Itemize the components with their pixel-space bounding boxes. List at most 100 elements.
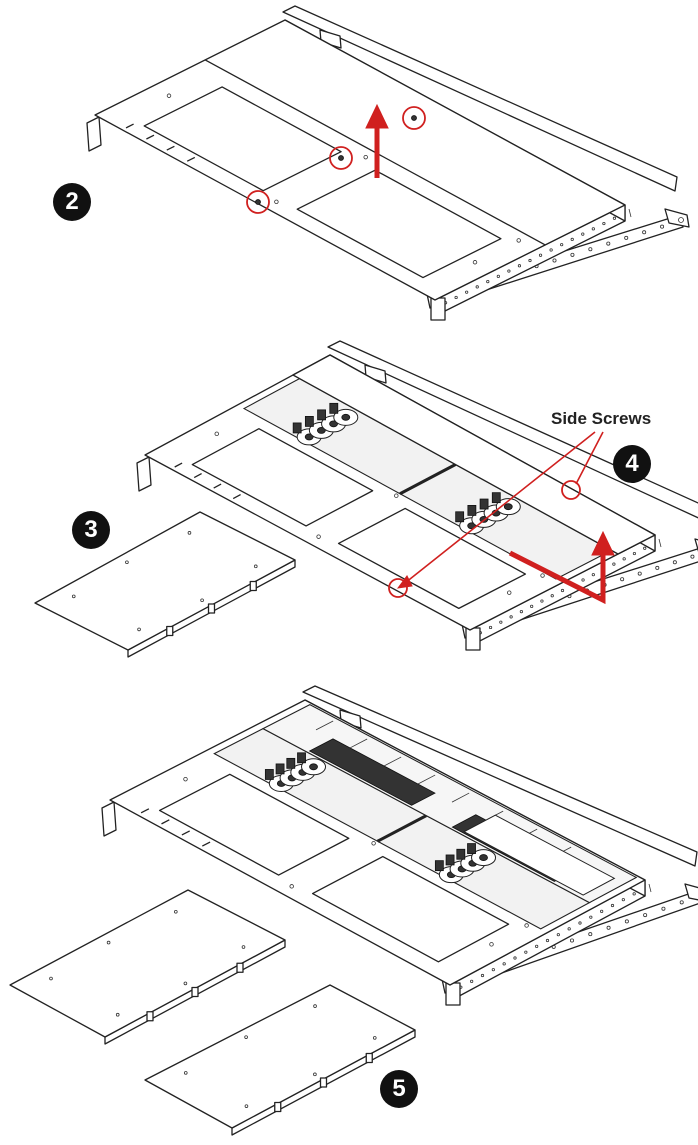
rear-rail [327, 340, 698, 519]
chassis-top [109, 699, 646, 986]
rear-rail [282, 5, 678, 192]
top-screw [371, 841, 376, 846]
side-rivet [524, 950, 528, 954]
removed-front-cover-hole [244, 1104, 249, 1108]
removed-rear-cover [9, 889, 286, 1038]
top-panel-emboss [143, 86, 342, 192]
cpu-heatsink [308, 738, 436, 806]
side-rivet [600, 909, 604, 913]
removed-front-cover-hole [313, 1004, 317, 1008]
removed-front-cover-tab [274, 1101, 282, 1113]
removed-rear-cover-tab [236, 962, 244, 973]
rail-hole [655, 565, 660, 570]
side-rivet [549, 248, 553, 252]
top-panel-emboss [296, 169, 502, 279]
side-rivet [465, 290, 469, 294]
side-rivet [602, 221, 606, 226]
removed-rear-cover-tab [166, 625, 174, 637]
top-screw [516, 238, 521, 243]
side-screw-highlight-circle [388, 578, 408, 598]
side-rivet [589, 915, 593, 919]
rail-hole [552, 258, 557, 263]
rail-hole [643, 913, 648, 918]
removed-front-cover-hole [313, 1072, 317, 1077]
side-screws-leader [575, 431, 604, 485]
rail-hole [679, 900, 684, 905]
top-screw [274, 199, 279, 204]
side-rivet [509, 615, 513, 619]
screw-highlight-circle [329, 146, 353, 170]
removed-front-cover-hole [372, 1036, 377, 1040]
slide-lift-arrow-head [591, 530, 615, 556]
side-rivet [550, 594, 554, 598]
rail-hole [570, 938, 575, 943]
side-rivet [567, 927, 571, 931]
side-rivet [540, 599, 544, 603]
removed-rear-cover-tab [191, 986, 199, 998]
top-screw [166, 93, 172, 98]
side-rivet [570, 237, 574, 241]
removed-rear-cover-hole [183, 981, 188, 986]
side-rivet [560, 588, 565, 593]
side-screw-highlight-circle [561, 480, 581, 500]
rail-end-tab-rear [339, 709, 362, 729]
side-rivet [632, 551, 637, 556]
rail-hole [660, 224, 665, 229]
removed-front-cover-hole [183, 1071, 188, 1075]
fan-hub [479, 854, 488, 861]
removed-rear-cover-tab [146, 1011, 154, 1022]
step-2-badge: 2 [53, 183, 91, 221]
fan-connector [445, 854, 455, 866]
fan-connector [434, 860, 444, 872]
fan-hub [341, 413, 351, 421]
vent-slot [186, 156, 196, 162]
side-rivet [486, 280, 490, 284]
top-panel-emboss [311, 855, 510, 963]
rail-hole [624, 235, 629, 240]
removed-front-cover-hole [244, 1035, 248, 1039]
top-panel-emboss [191, 428, 374, 527]
fan-connector [297, 752, 306, 764]
vent-slot [140, 808, 150, 814]
fan-connector [304, 416, 314, 427]
side-rivet [621, 898, 625, 902]
screw-highlight-circle [402, 106, 426, 130]
side-rivet [496, 274, 500, 278]
rail-end-tab-rear [364, 364, 387, 384]
side-rivet [491, 968, 495, 972]
side-rivet [488, 625, 493, 630]
riser-card [463, 814, 616, 896]
fan-hub [304, 433, 314, 441]
step-3-badge: 3 [72, 511, 110, 549]
step-5-diagram [9, 685, 698, 1136]
side-rivet [622, 557, 626, 561]
removed-rear-cover-hole [137, 627, 141, 632]
vent-slot [193, 472, 202, 479]
fan-hub [316, 427, 326, 434]
rail-hole [570, 252, 575, 257]
left-handle [430, 297, 446, 321]
removed-front-cover-tab [365, 1052, 373, 1064]
side-rivet [581, 232, 585, 236]
fan-connector [317, 409, 326, 421]
side-rivet [480, 973, 485, 978]
screw [338, 155, 344, 161]
removed-rear-cover-hole [200, 598, 204, 603]
rail-end-tab-rear [319, 29, 342, 49]
removed-rear-cover-hole [106, 940, 111, 945]
top-screw [289, 884, 294, 889]
side-rivet [643, 546, 647, 550]
rail-hole [606, 241, 611, 246]
side-rivet [507, 269, 511, 273]
top-screw [489, 942, 494, 947]
side-screws-leader [404, 431, 596, 584]
side-rivet [454, 295, 458, 300]
top-screw [507, 590, 512, 595]
fan-connector [286, 757, 296, 769]
side-rivet [591, 227, 595, 231]
fan-connector [264, 769, 274, 780]
step-2-diagram [86, 5, 690, 321]
fan-connector [329, 402, 339, 414]
dimm-slot [417, 774, 436, 785]
